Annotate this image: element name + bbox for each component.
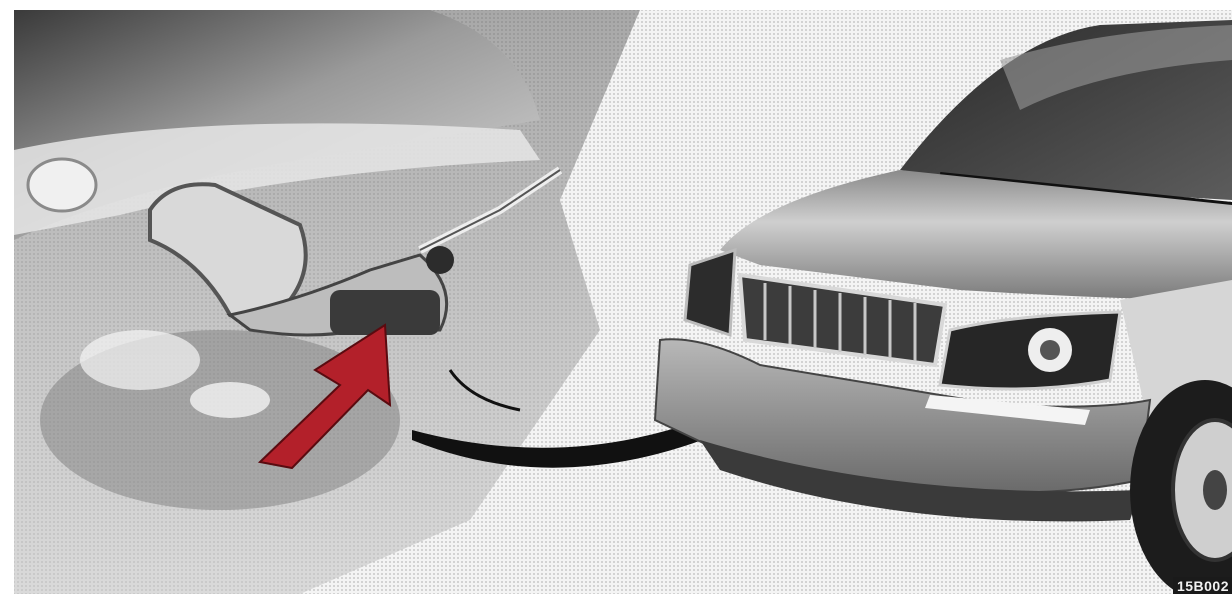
illustration-code: 15B002 — [1173, 577, 1232, 594]
